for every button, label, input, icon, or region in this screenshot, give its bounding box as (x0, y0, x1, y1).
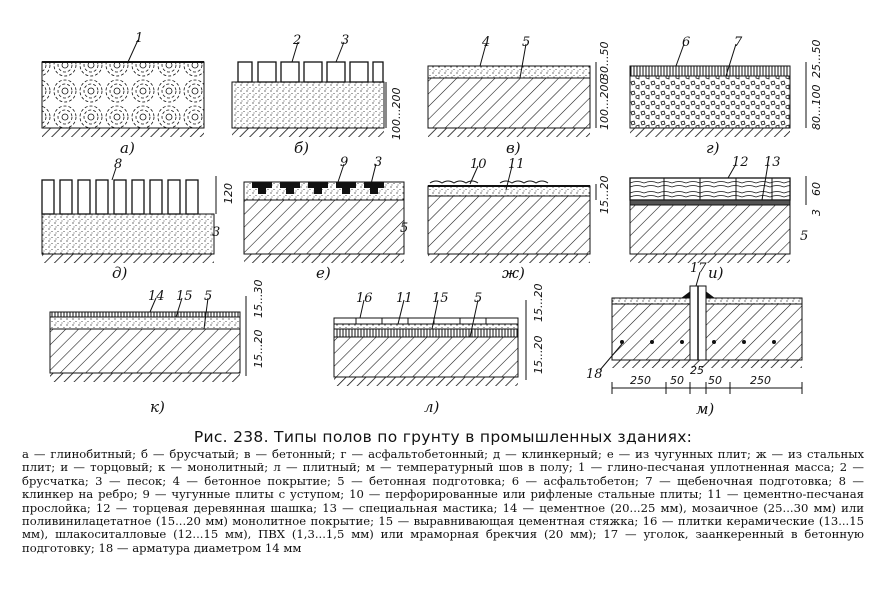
callout-4: 4 (481, 35, 490, 50)
panel-d: 8 3 120 д) (41, 157, 235, 282)
dim-v-bottom: 100...200 (598, 78, 611, 130)
panel-label-l: л) (424, 398, 440, 416)
panel-label-m: м) (696, 400, 714, 418)
dim-k-bottom: 15...20 (252, 330, 265, 368)
callout-18: 18 (586, 367, 603, 382)
dim-i-top: 60 (810, 182, 823, 196)
callout-15b: 15 (432, 291, 449, 306)
dim-i-bottom: 3 (810, 209, 823, 216)
callout-2: 2 (292, 33, 301, 48)
panel-label-a: а) (120, 139, 135, 157)
panel-m: 17 18 250 50 50 250 25 м) (586, 261, 803, 418)
dim-l-top: 15...20 (532, 284, 545, 322)
dim-m-4: 250 (750, 374, 771, 387)
callout-13: 13 (764, 155, 781, 170)
panel-label-zh: ж) (502, 264, 525, 282)
dim-b: 100...200 (390, 88, 403, 140)
panel-label-k: к) (150, 398, 165, 416)
panel-label-v: в) (506, 139, 521, 157)
callout-5: 5 (522, 35, 530, 50)
callout-5d: 5 (204, 289, 212, 304)
dim-g-top: 25...50 (810, 40, 823, 78)
dim-g-bottom: 80...100 (810, 85, 823, 130)
callout-7: 7 (734, 35, 743, 50)
dim-m-3: 50 (708, 374, 722, 387)
callout-3: 3 (341, 33, 349, 48)
panel-zh: 10 11 15...20 ж) (427, 157, 611, 282)
dim-m-2: 50 (670, 374, 684, 387)
panel-k: 14 15 5 15...30 15...20 к) (49, 280, 265, 416)
floor-sections-figure: 1 а) 2 3 100...200 б) 4 5 30...50 100...… (41, 31, 823, 418)
callout-14: 14 (148, 289, 165, 304)
callout-5e: 5 (474, 291, 482, 306)
panel-label-d: д) (112, 264, 128, 282)
panel-label-b: б) (294, 139, 309, 157)
callout-12: 12 (732, 155, 749, 170)
callout-1: 1 (135, 31, 143, 46)
panel-label-g: г) (706, 139, 720, 157)
callout-11b: 11 (396, 291, 413, 306)
panel-a: 1 а) (41, 31, 205, 157)
dim-m-5: 25 (690, 364, 704, 377)
dim-d: 120 (222, 183, 235, 204)
panel-g: 6 7 25...50 80...100 г) (629, 35, 823, 157)
dim-l-bottom: 15...20 (532, 336, 545, 374)
callout-17: 17 (690, 261, 707, 276)
callout-16: 16 (356, 291, 373, 306)
panel-i: 12 13 5 60 3 и) (629, 155, 823, 282)
panel-b: 2 3 100...200 б) (231, 33, 403, 157)
panel-v: 4 5 30...50 100...200 в) (427, 35, 611, 157)
figure-caption-title: Рис. 238. Типы полов по грунту в промышл… (193, 428, 693, 446)
panel-label-i: и) (708, 264, 724, 282)
callout-5c: 5 (800, 229, 808, 244)
callout-6: 6 (682, 35, 690, 50)
callout-3b: 3 (212, 225, 220, 240)
callout-9: 9 (340, 155, 348, 170)
figure-caption-body: а — глинобитный; б — брусчатый; в — бето… (22, 447, 864, 555)
dim-zh: 15...20 (598, 176, 611, 214)
callout-10: 10 (470, 157, 487, 172)
callout-8: 8 (114, 157, 122, 172)
panel-label-e: е) (316, 264, 331, 282)
callout-15: 15 (176, 289, 193, 304)
callout-5b: 5 (400, 221, 408, 236)
panel-l: 16 11 15 5 15...20 15...20 л) (333, 284, 545, 416)
panel-e: 9 3 5 е) (243, 155, 408, 282)
dim-v-top: 30...50 (598, 42, 611, 80)
callout-3c: 3 (374, 155, 382, 170)
dim-m-1: 250 (630, 374, 651, 387)
callout-11: 11 (508, 157, 525, 172)
dim-k-top: 15...30 (252, 280, 265, 318)
